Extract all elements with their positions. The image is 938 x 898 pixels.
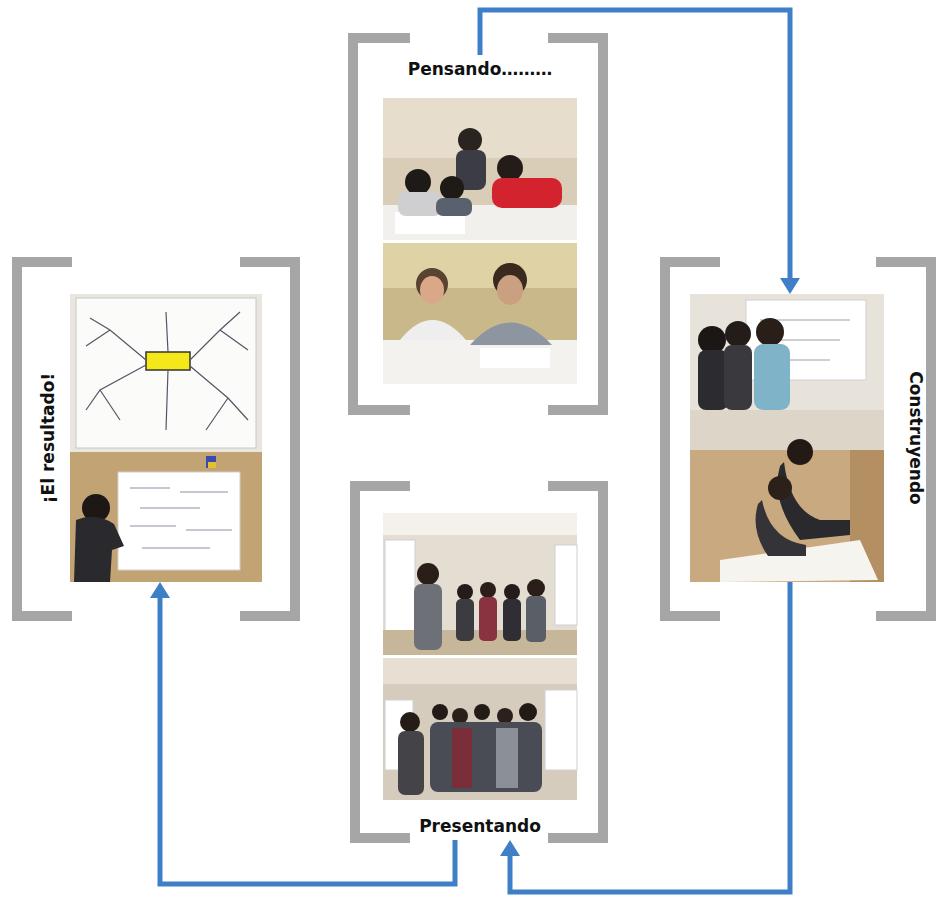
photo-part — [398, 192, 442, 216]
photo-part — [383, 658, 577, 800]
stage-title: Pensando……… — [383, 59, 577, 79]
photo-part — [527, 579, 545, 597]
photo-part — [768, 476, 792, 500]
arrow-head — [150, 582, 170, 598]
photo-part — [400, 712, 420, 732]
photo-part — [432, 704, 448, 720]
photo-part — [497, 275, 523, 305]
photo-part — [383, 98, 577, 158]
photo-part — [724, 345, 752, 410]
bracket-part — [17, 262, 72, 616]
photo-part — [452, 708, 468, 724]
stage-panel: Pensando……… — [383, 55, 577, 384]
stage-title: ¡El resultado! — [38, 373, 58, 503]
photo-part — [417, 563, 439, 585]
photo-part — [503, 599, 521, 641]
arrow-head — [500, 840, 520, 856]
photo-part — [756, 318, 784, 346]
photo-part — [754, 344, 790, 410]
stage-title: Construyendo — [906, 371, 926, 505]
photo-part — [440, 176, 464, 200]
bracket-part — [876, 262, 931, 616]
arrow-head — [780, 278, 800, 294]
photo-part — [430, 722, 542, 792]
photo-part — [405, 169, 431, 195]
stage-title: Presentando — [383, 816, 577, 836]
arrow-line — [510, 582, 790, 892]
photo-part — [383, 513, 577, 535]
title-strip: ¡El resultado! — [34, 294, 62, 582]
photo-part — [555, 545, 577, 625]
photo-part — [474, 704, 490, 720]
photo-part — [690, 410, 884, 582]
cycle-arrow — [150, 582, 455, 884]
photo-part — [208, 462, 216, 468]
photo-part — [420, 276, 444, 304]
photo-part — [400, 320, 466, 340]
title-strip: Construyendo — [902, 294, 930, 582]
photo-part — [457, 584, 473, 600]
photo-part — [414, 584, 442, 650]
photo-part — [519, 703, 537, 721]
photo-part — [787, 439, 813, 465]
photo-part — [383, 243, 577, 384]
photo-part — [725, 321, 751, 347]
photo-part — [698, 326, 726, 354]
photo-part — [458, 128, 482, 152]
photo-part — [480, 348, 550, 368]
photo-part — [383, 243, 577, 288]
photo — [690, 294, 884, 582]
photo-part — [456, 599, 474, 641]
photo-part — [480, 582, 496, 598]
arrow-line — [480, 10, 790, 280]
stage-panel: ¡El resultado! — [34, 294, 262, 582]
photo-part — [452, 728, 472, 788]
arrow-line — [160, 596, 455, 884]
photo-part — [86, 312, 248, 430]
photo-part — [436, 198, 472, 216]
cycle-arrow — [500, 582, 790, 892]
photo-part — [545, 690, 577, 770]
photo-part — [383, 513, 577, 655]
photo-part — [74, 517, 124, 582]
photo — [383, 98, 577, 384]
photo-part — [526, 596, 546, 642]
photo-part — [130, 488, 232, 548]
photo-part — [383, 98, 577, 240]
photo-part — [698, 350, 728, 410]
photo-part — [690, 410, 884, 450]
photo-part — [778, 462, 851, 540]
photo-part — [146, 352, 190, 370]
stage-panel: Construyendo — [690, 294, 930, 582]
photo-part — [504, 584, 520, 600]
photo-part — [206, 456, 216, 468]
photo-part — [470, 323, 552, 346]
photo-part — [497, 155, 523, 181]
photo-part — [497, 708, 513, 724]
bracket — [17, 38, 931, 838]
photo-part — [398, 731, 424, 795]
photo-part — [70, 452, 262, 582]
photo — [383, 513, 577, 800]
photo-part — [383, 658, 577, 684]
photo-part — [496, 728, 518, 788]
stage-panel: Presentando — [383, 513, 577, 840]
photo-part — [385, 540, 415, 640]
photo-part — [70, 294, 262, 582]
photo-part — [492, 178, 562, 208]
cycle-arrow — [480, 10, 800, 294]
photo-part — [76, 298, 256, 448]
photo — [70, 294, 262, 582]
photo-part — [690, 294, 884, 410]
photo-part — [118, 472, 240, 570]
photo-part — [479, 597, 497, 641]
photo-part — [383, 340, 577, 384]
photo-part — [756, 500, 806, 556]
